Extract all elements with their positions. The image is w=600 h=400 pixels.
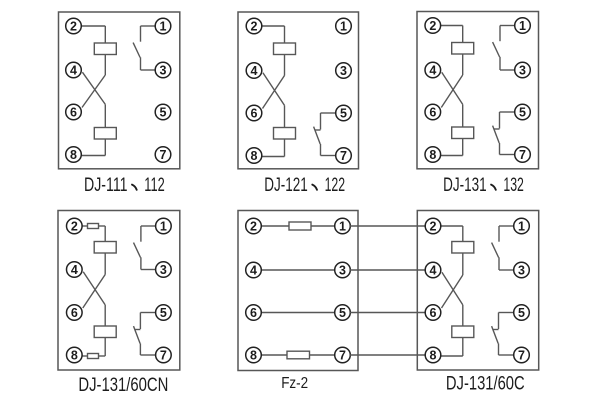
svg-text:2: 2: [429, 19, 436, 33]
svg-text:2: 2: [70, 19, 77, 33]
svg-text:2: 2: [71, 219, 78, 233]
svg-text:7: 7: [519, 148, 526, 162]
svg-text:2: 2: [430, 219, 437, 233]
svg-text:8: 8: [430, 348, 437, 362]
svg-text:3: 3: [339, 263, 346, 277]
svg-text:DJ-131: DJ-131: [443, 175, 487, 196]
svg-text:DJ-111: DJ-111: [84, 175, 128, 196]
svg-text:8: 8: [250, 348, 257, 362]
svg-text:3: 3: [160, 263, 167, 277]
svg-text:6: 6: [71, 306, 78, 320]
svg-text:1: 1: [340, 19, 347, 33]
svg-text:3: 3: [518, 263, 525, 277]
svg-text:Fz-2: Fz-2: [281, 375, 308, 392]
svg-text:7: 7: [160, 348, 167, 362]
svg-text:4: 4: [70, 63, 77, 77]
svg-text:4: 4: [250, 263, 257, 277]
svg-text:4: 4: [429, 63, 436, 77]
svg-text:5: 5: [519, 105, 526, 119]
svg-text:4: 4: [71, 263, 78, 277]
svg-text:132: 132: [503, 175, 524, 196]
svg-text:1: 1: [518, 219, 525, 233]
svg-text:6: 6: [430, 306, 437, 320]
svg-text:DJ-131/60CN: DJ-131/60CN: [78, 375, 168, 396]
svg-text:122: 122: [325, 175, 346, 196]
svg-text:DJ-121: DJ-121: [264, 175, 308, 196]
svg-text:3: 3: [340, 64, 347, 78]
svg-text:4: 4: [430, 263, 437, 277]
svg-text:7: 7: [339, 348, 346, 362]
svg-text:5: 5: [160, 306, 167, 320]
svg-text:5: 5: [518, 306, 525, 320]
svg-text:1: 1: [160, 19, 167, 33]
svg-text:2: 2: [251, 19, 258, 33]
svg-text:6: 6: [429, 105, 436, 119]
svg-text:1: 1: [160, 219, 167, 233]
svg-text:1: 1: [339, 219, 346, 233]
svg-text:7: 7: [340, 149, 347, 163]
svg-text:8: 8: [71, 348, 78, 362]
svg-text:8: 8: [70, 148, 77, 162]
svg-text:6: 6: [251, 106, 258, 120]
svg-text:5: 5: [160, 105, 167, 119]
svg-text:7: 7: [518, 348, 525, 362]
svg-text:7: 7: [160, 148, 167, 162]
svg-text:5: 5: [339, 306, 346, 320]
svg-text:8: 8: [251, 149, 258, 163]
svg-text:5: 5: [340, 106, 347, 120]
svg-text:3: 3: [160, 63, 167, 77]
svg-text:112: 112: [144, 175, 165, 196]
svg-text:8: 8: [429, 148, 436, 162]
svg-text:2: 2: [250, 219, 257, 233]
svg-text:3: 3: [519, 63, 526, 77]
svg-text:DJ-131/60C: DJ-131/60C: [446, 374, 525, 395]
svg-text:6: 6: [70, 105, 77, 119]
svg-text:1: 1: [519, 19, 526, 33]
svg-text:4: 4: [251, 64, 258, 78]
svg-text:6: 6: [250, 306, 257, 320]
